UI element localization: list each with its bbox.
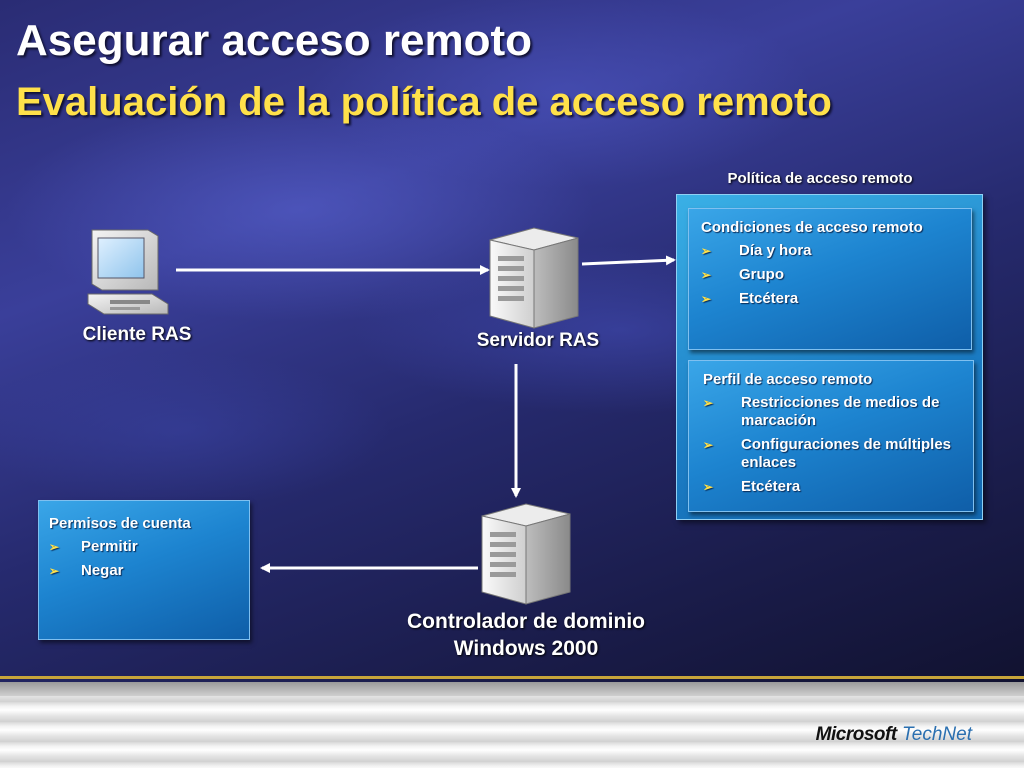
connector-arrows [260, 255, 676, 573]
list-item: ➢ Etcétera [703, 478, 801, 495]
domain-controller-server-icon [481, 503, 571, 605]
conditions-box: Condiciones de acceso remoto ➢ Día y hor… [688, 208, 972, 350]
conditions-list: ➢ Día y hora ➢ Grupo ➢ Etcétera [701, 242, 961, 308]
domain-controller-label-line1: Controlador de dominio [407, 610, 645, 633]
footer-accent-line [0, 676, 1024, 679]
slide-title: Asegurar acceso remoto [16, 16, 532, 65]
arrowhead-bullet-icon: ➢ [701, 244, 712, 258]
arrowhead-bullet-icon: ➢ [701, 292, 712, 306]
list-item: ➢ Permitir [49, 538, 138, 555]
list-item: ➢ Día y hora [701, 242, 812, 259]
policy-heading: Política de acceso remoto [727, 170, 913, 187]
profile-box: Perfil de acceso remoto ➢ Restricciones … [688, 360, 974, 512]
arrowhead-bullet-icon: ➢ [49, 540, 60, 554]
conditions-title: Condiciones de acceso remoto [701, 219, 923, 236]
slide-canvas: Asegurar acceso remoto Evaluación de la … [0, 0, 1024, 682]
desktop-computer-icon [87, 229, 169, 315]
list-item: ➢ Grupo [701, 266, 784, 283]
brand-logo: Microsoft TechNet [816, 724, 972, 746]
arrowhead-bullet-icon: ➢ [49, 564, 60, 578]
domain-controller-label-line2: Windows 2000 [453, 637, 599, 660]
arrowhead-bullet-icon: ➢ [703, 480, 714, 494]
permissions-list: ➢ Permitir ➢ Negar [49, 538, 241, 580]
list-item: ➢ Etcétera [701, 290, 799, 307]
profile-list: ➢ Restricciones de medios de marcación ➢… [703, 394, 965, 496]
arrowhead-bullet-icon: ➢ [703, 396, 714, 410]
permissions-title: Permisos de cuenta [49, 515, 191, 532]
brand-technet: TechNet [901, 724, 972, 745]
footer-band [0, 682, 1024, 696]
permissions-box: Permisos de cuenta ➢ Permitir ➢ Negar [38, 500, 250, 640]
arrowhead-bullet-icon: ➢ [703, 438, 714, 452]
brand-microsoft: Microsoft [815, 724, 898, 745]
domain-controller-label: Controlador de dominio Windows 2000 [350, 608, 702, 662]
profile-title: Perfil de acceso remoto [703, 371, 873, 388]
list-item: ➢ Configuraciones de múltiples enlaces [703, 436, 952, 471]
arrowhead-bullet-icon: ➢ [701, 268, 712, 282]
list-item: ➢ Restricciones de medios de marcación [703, 394, 940, 429]
list-item: ➢ Negar [49, 562, 124, 579]
arrow-server-to-policy [581, 255, 676, 266]
ras-server-label: Servidor RAS [476, 330, 600, 351]
tower-server-icon [489, 227, 579, 329]
slide-subtitle: Evaluación de la política de acceso remo… [16, 80, 832, 124]
footer: Microsoft TechNet [0, 682, 1024, 768]
ras-client-label: Cliente RAS [82, 324, 192, 345]
